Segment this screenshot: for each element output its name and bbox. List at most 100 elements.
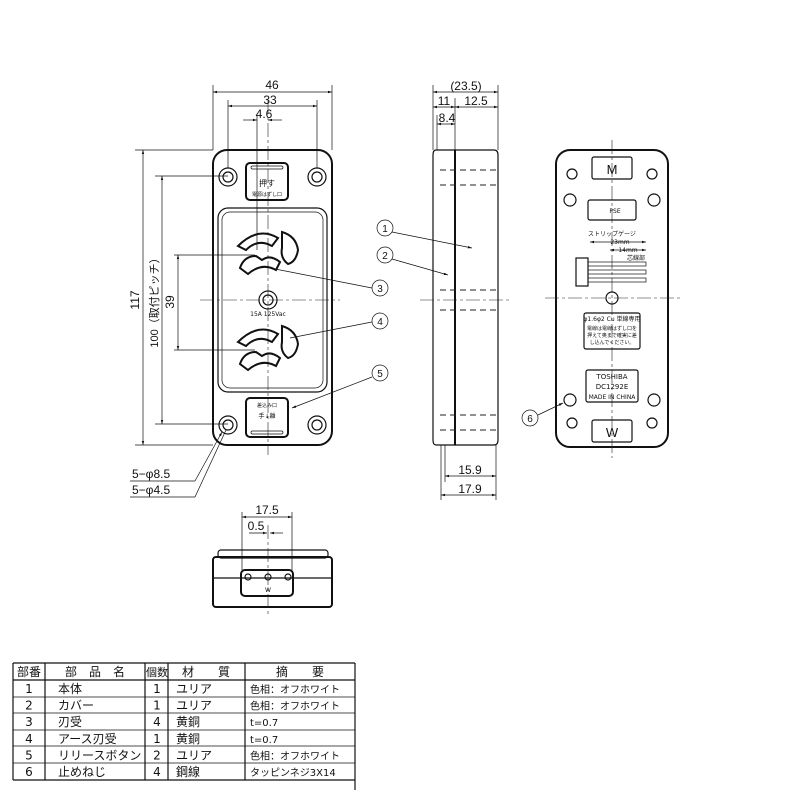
table-header: 部番 部 品 名 個数 材 質 摘 要	[17, 664, 324, 679]
bottom-view: W 17.5 0.5	[212, 503, 333, 615]
svg-text:8.4: 8.4	[439, 111, 456, 125]
svg-text:(23.5): (23.5)	[450, 79, 481, 93]
table-cell: ユリア	[176, 682, 212, 696]
svg-text:15.9: 15.9	[458, 463, 482, 477]
svg-text:摘 要: 摘 要	[276, 664, 324, 679]
table-cell: リリースボタン	[58, 748, 141, 762]
svg-text:3: 3	[377, 284, 383, 295]
svg-text:押えて奥まで確実に差: 押えて奥まで確実に差	[587, 332, 637, 339]
table-cell: 刃受	[58, 715, 82, 729]
svg-text:材 質: 材 質	[182, 664, 230, 679]
table-cell: ユリア	[176, 748, 212, 762]
table-cell: 色相：オフホワイト	[250, 683, 340, 696]
table-cell: アース刃受	[58, 732, 117, 746]
svg-text:W: W	[606, 425, 619, 440]
svg-text:1: 1	[382, 224, 388, 235]
outlet-upper	[236, 230, 300, 276]
table-cell: 本体	[58, 682, 82, 696]
svg-text:17.9: 17.9	[458, 482, 482, 496]
dim-4-6: 4.6	[256, 107, 273, 121]
svg-text:個数: 個数	[146, 666, 168, 679]
table-cell: 色相：オフホワイト	[250, 700, 340, 713]
svg-text:し込んでください。: し込んでください。	[590, 339, 635, 346]
callout-1	[376, 219, 394, 237]
dim-100: 100（取付ピッチ）	[148, 252, 161, 347]
table-cell: 1	[153, 732, 161, 746]
push-label: 押す	[259, 178, 275, 188]
front-body-outline	[212, 149, 333, 446]
callout-2	[376, 246, 394, 264]
table-cell: 1	[153, 699, 161, 713]
table-cell: 5	[25, 748, 33, 762]
screw-icon	[563, 193, 661, 407]
table-cell: 鋼線	[176, 764, 200, 779]
table-row: 3 刃受 4 黄銅 t=0.7	[25, 715, 278, 729]
svg-text:M: M	[607, 162, 618, 177]
svg-text:12.5: 12.5	[464, 94, 488, 108]
svg-text:芯線部: 芯線部	[627, 254, 645, 262]
brand-plate	[585, 369, 639, 403]
svg-text:差込み口: 差込み口	[257, 402, 277, 409]
table-cell: カバー	[58, 699, 94, 713]
svg-text:手↓離: 手↓離	[258, 412, 275, 420]
callout-6	[521, 409, 539, 427]
table-cell: 2	[153, 748, 161, 762]
rating-label: 15A 125Vac	[250, 311, 286, 318]
table-cell: 1	[25, 682, 33, 696]
svg-text:部番: 部番	[17, 664, 41, 679]
svg-text:0.5: 0.5	[248, 519, 265, 533]
callout-5	[371, 364, 389, 382]
table-row: 1 本体 1 ユリア 色相：オフホワイト	[25, 682, 340, 696]
dim-46: 46	[265, 78, 279, 92]
pse-mark: PSE	[609, 208, 620, 215]
mounting-hole	[218, 167, 327, 435]
table-row: 4 アース刃受 1 黄銅 t=0.7	[25, 732, 278, 746]
table-cell: 色相：オフホワイト	[250, 749, 340, 762]
callout-3	[371, 279, 389, 297]
dim-33: 33	[263, 93, 277, 107]
svg-text:6: 6	[527, 414, 533, 425]
svg-text:DC1292E: DC1292E	[596, 383, 629, 391]
svg-text:2: 2	[382, 251, 388, 262]
svg-text:17.5: 17.5	[255, 503, 279, 517]
table-cell: ユリア	[176, 699, 212, 713]
dim-39: 39	[163, 295, 177, 309]
outlet-lower	[236, 324, 300, 372]
side-view: (23.5) 11 12.5 8.4 15.9 17.9	[420, 79, 510, 500]
release-button-bottom	[245, 397, 289, 438]
table-cell: 黄銅	[176, 732, 200, 746]
dim-117: 117	[128, 290, 142, 309]
svg-text:TOSHIBA: TOSHIBA	[595, 373, 627, 381]
table-cell: タッピンネジ3X14	[250, 767, 336, 779]
table-cell: 止めねじ	[58, 765, 106, 779]
release-button-top	[245, 162, 289, 201]
table-cell: t=0.7	[250, 735, 278, 746]
table-cell: t=0.7	[250, 718, 278, 729]
table-cell: 黄銅	[176, 715, 200, 729]
table-row: 2 カバー 1 ユリア 色相：オフホワイト	[25, 699, 340, 713]
svg-text:23mm: 23mm	[610, 239, 629, 246]
svg-text:部 品 名: 部 品 名	[65, 664, 125, 679]
table-cell: 4	[25, 732, 33, 746]
hole-spec-inner: 5−φ4.5	[132, 483, 170, 497]
callout-4	[371, 312, 389, 330]
table-cell: 3	[25, 715, 33, 729]
front-view: 押す 電源はずし口 15A 125Vac 差込み口 手↓離 46 33 4.6 …	[128, 78, 340, 498]
svg-text:MADE IN CHINA: MADE IN CHINA	[589, 394, 637, 401]
svg-text:電線は電線はずし口を: 電線は電線はずし口を	[587, 325, 637, 332]
svg-text:14mm: 14mm	[618, 247, 637, 254]
table-row: 5 リリースボタン 2 ユリア 色相：オフホワイト	[25, 748, 340, 762]
table-cell: 4	[153, 715, 161, 729]
table-cell: 2	[25, 699, 33, 713]
svg-text:11: 11	[438, 94, 451, 108]
svg-text:4: 4	[377, 317, 383, 328]
table-cell: 4	[153, 765, 161, 779]
back-view: M W PSE ストリップゲージ 23mm 14mm 芯線部 φ1.6φ2 Cu…	[545, 140, 680, 458]
callouts: 1 2 3 4 5 6	[269, 219, 564, 427]
table-cell: 1	[153, 682, 161, 696]
hole-spec-outer: 5−φ8.5	[132, 467, 170, 481]
svg-text:ストリップゲージ: ストリップゲージ	[588, 230, 636, 238]
